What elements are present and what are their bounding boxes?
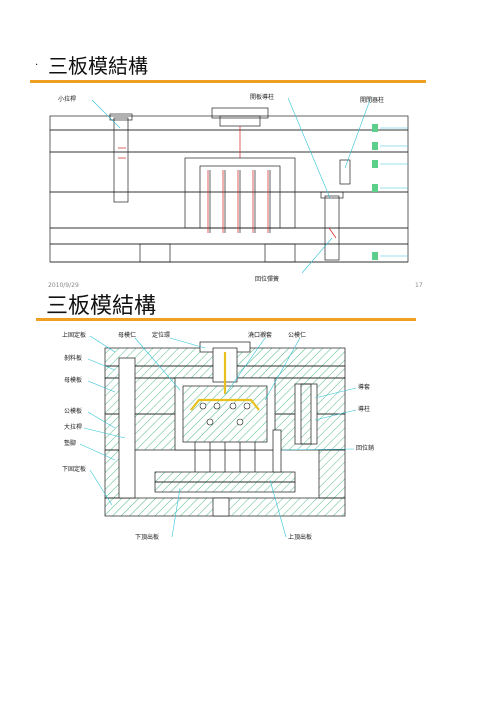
label-core-insert: 公模仁 [288,332,307,339]
label-support-pin: 開閉器柱 [360,97,385,104]
three-plate-mold-drawing-2 [104,341,346,517]
slide-1-footer-date: 2010/9/29 [48,282,79,289]
label-sprue-bushing: 澆口襯套 [248,332,273,339]
label-return-pin: 回位銷 [356,445,375,452]
label-guide-pin: 開板導柱 [250,94,275,101]
label-guide-bush: 導套 [358,384,371,391]
label-return-spring: 回位彈簧 [255,276,280,283]
label-core-plate: 公模板 [64,408,83,415]
label-bottom-clamp: 下固定板 [62,466,87,473]
label-guide-post: 導柱 [358,406,371,413]
label-locating-ring: 定位環 [152,332,171,339]
three-plate-mold-drawing-1 [49,97,409,274]
slide-1-footer-page: 17 [415,282,423,289]
label-spacer: 墊腳 [64,440,77,447]
label-big-pull-rod: 大拉桿 [64,424,83,431]
slide-1-title: 三板模結構 [48,54,148,78]
label-stripper: 剝料板 [64,355,83,362]
label-ejector-top: 上頂出板 [288,534,313,541]
label-small-pull-rod: 小拉桿 [58,96,77,103]
slide-1-bullet: · [35,60,39,71]
slide-1-accent-rule [30,80,426,83]
label-ejector-bottom: 下頂出板 [135,534,160,541]
label-cavity-insert: 母模仁 [118,332,137,339]
slide-2-accent-rule [36,318,416,321]
label-top-clamp: 上固定板 [62,332,87,339]
label-cavity-plate: 母模板 [64,377,83,384]
slide-2-title: 三板模結構 [46,294,157,319]
